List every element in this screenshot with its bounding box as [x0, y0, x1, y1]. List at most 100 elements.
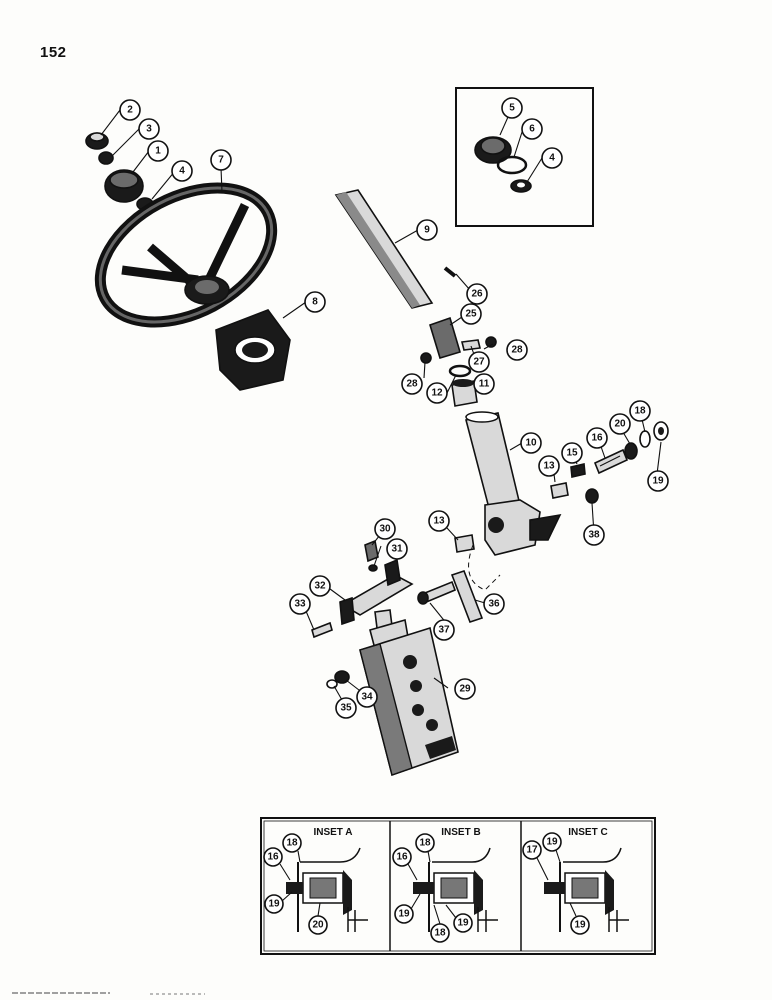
- inset-b-callout-18: 18: [415, 833, 435, 853]
- svg-text:16: 16: [591, 433, 603, 444]
- bushing-13-lower: [454, 534, 475, 553]
- callout-15: 15: [561, 442, 583, 464]
- adjusting-stud-part: [593, 448, 629, 475]
- callout-10: 10: [520, 432, 542, 454]
- svg-text:12: 12: [431, 388, 443, 399]
- inset-b-callout-16: 16: [392, 847, 412, 867]
- callout-20: 20: [609, 413, 631, 435]
- cap-screw-30: [364, 539, 379, 563]
- svg-text:16: 16: [396, 852, 408, 863]
- nut-part: [510, 179, 532, 193]
- callout-1: 1: [147, 140, 169, 162]
- callout-11: 11: [473, 373, 495, 395]
- svg-text:32: 32: [314, 581, 326, 592]
- svg-text:13: 13: [543, 461, 555, 472]
- callout-34: 34: [356, 686, 378, 708]
- callout-25: 25: [460, 303, 482, 325]
- callout-4: 4: [171, 160, 193, 182]
- callout-13-upper: 13: [538, 455, 560, 477]
- washer-18-part: [639, 430, 651, 448]
- svg-text:9: 9: [424, 225, 430, 236]
- callout-2: 2: [119, 99, 141, 121]
- column-cover-part: [215, 309, 291, 391]
- callout-26: 26: [466, 283, 488, 305]
- bearing-cup-part: [474, 136, 512, 164]
- u-joint-part: [429, 316, 461, 359]
- svg-text:8: 8: [312, 297, 318, 308]
- callout-8: 8: [304, 291, 326, 313]
- callout-7: 7: [210, 149, 232, 171]
- svg-text:16: 16: [267, 852, 279, 863]
- seal-inset-box: [455, 87, 594, 227]
- spring-part: [570, 463, 586, 478]
- callout-19: 19: [647, 470, 669, 492]
- inset-b-callout-18b: 18: [430, 923, 450, 943]
- callout-28-left: 28: [401, 373, 423, 395]
- snap-ring-part: [448, 364, 472, 378]
- inset-c-title: INSET C: [568, 827, 607, 838]
- footer-scan-marks: [12, 992, 205, 995]
- inset-a-callout-18: 18: [282, 833, 302, 853]
- nut-28-left: [420, 352, 432, 364]
- nut-34: [334, 670, 350, 684]
- washer-31: [368, 564, 378, 572]
- callout-18: 18: [629, 400, 651, 422]
- svg-text:33: 33: [294, 599, 306, 610]
- svg-text:4: 4: [549, 153, 555, 164]
- callout-28-right: 28: [506, 339, 528, 361]
- upper-shaft-part: [334, 189, 434, 309]
- svg-text:26: 26: [471, 289, 483, 300]
- svg-text:18: 18: [434, 928, 446, 939]
- washer-35: [326, 679, 338, 689]
- svg-text:19: 19: [652, 476, 664, 487]
- svg-text:34: 34: [361, 692, 373, 703]
- svg-text:19: 19: [398, 909, 410, 920]
- callout-12: 12: [426, 382, 448, 404]
- inset-b-callout-19b: 19: [453, 913, 473, 933]
- o-ring-part: [496, 155, 528, 175]
- svg-text:18: 18: [286, 838, 298, 849]
- svg-text:19: 19: [574, 920, 586, 931]
- bolt-part: [461, 339, 481, 351]
- svg-text:36: 36: [488, 599, 500, 610]
- svg-text:19: 19: [546, 837, 558, 848]
- inset-a-callout-20: 20: [308, 915, 328, 935]
- callout-30: 30: [374, 518, 396, 540]
- svg-text:28: 28: [406, 379, 418, 390]
- horn-cap-part: [104, 169, 144, 203]
- svg-text:28: 28: [511, 345, 523, 356]
- svg-text:11: 11: [479, 379, 490, 390]
- svg-text:2: 2: [127, 105, 133, 116]
- cap-screw-33: [311, 621, 333, 639]
- svg-text:7: 7: [218, 155, 224, 166]
- svg-text:35: 35: [340, 703, 352, 714]
- steering-wheel-part: [94, 182, 278, 328]
- svg-text:37: 37: [438, 625, 450, 636]
- inset-c-callout-19b: 19: [570, 915, 590, 935]
- inset-b: INSET B 16 18 19 18 19: [392, 827, 498, 943]
- callout-5: 5: [501, 97, 523, 119]
- callout-33: 33: [289, 593, 311, 615]
- inset-a-title: INSET A: [313, 827, 352, 838]
- svg-text:19: 19: [268, 899, 280, 910]
- svg-text:38: 38: [588, 530, 600, 541]
- svg-text:18: 18: [634, 406, 646, 417]
- svg-text:6: 6: [529, 124, 535, 135]
- svg-text:5: 5: [509, 103, 515, 114]
- callout-29: 29: [454, 678, 476, 700]
- page-number: 152: [40, 44, 67, 61]
- callout-35: 35: [335, 697, 357, 719]
- link-36: [450, 569, 484, 624]
- bushing-part: [451, 379, 478, 407]
- column-tube-part: [465, 411, 562, 556]
- callout-36: 36: [483, 593, 505, 615]
- bushing-13-upper: [550, 482, 569, 499]
- callout-31: 31: [386, 538, 408, 560]
- svg-text:18: 18: [419, 838, 431, 849]
- nut-38-part: [585, 488, 599, 504]
- callout-9: 9: [416, 219, 438, 241]
- callout-27: 27: [468, 351, 490, 373]
- callout-16: 16: [586, 427, 608, 449]
- svg-text:25: 25: [465, 309, 477, 320]
- svg-text:15: 15: [566, 448, 578, 459]
